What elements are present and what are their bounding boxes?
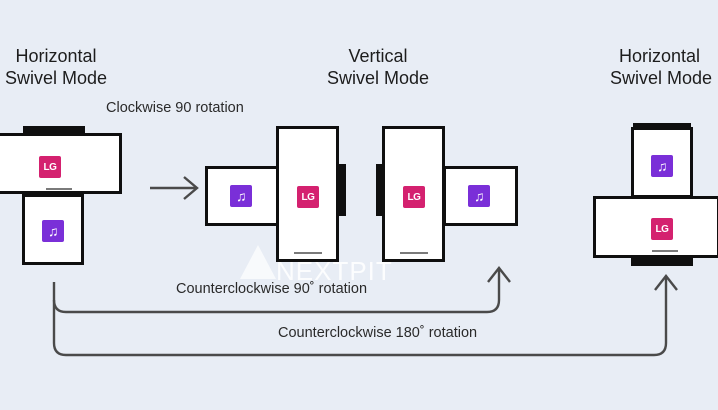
heading-middle-line2: Swivel Mode [326, 68, 430, 88]
heading-right: Horizontal Swivel Mode [606, 45, 718, 89]
caption-ccw-180: Counterclockwise 180˚ rotation [278, 325, 478, 341]
music-note-icon: ♫ [230, 185, 252, 207]
ccw180-arrow-path [52, 278, 668, 357]
home-indicator [294, 252, 322, 254]
middle-a-stand [338, 164, 346, 216]
home-indicator [400, 252, 428, 254]
music-note-icon: ♫ [42, 220, 64, 242]
caption-clockwise: Clockwise 90 rotation [106, 100, 244, 116]
watermark-triangle-logo [240, 245, 276, 279]
heading-middle-line1: Vertical [348, 46, 408, 66]
left-horizontal-screen: LG [0, 133, 122, 194]
right-stand-bottom [631, 256, 693, 266]
heading-left: Horizontal Swivel Mode [0, 45, 112, 89]
ccw180-arrow-head [654, 274, 678, 291]
music-note-icon: ♫ [468, 185, 490, 207]
ccw90-arrow-head [487, 266, 511, 283]
middle-b-stand [376, 164, 384, 216]
middle-a-landscape-screen: ♫ [205, 166, 280, 226]
home-indicator [46, 188, 72, 190]
clockwise-arrow-head [183, 176, 199, 200]
heading-middle: Vertical Swivel Mode [318, 45, 438, 89]
lg-logo-icon: LG [297, 186, 319, 208]
watermark-text: NEXTPIT [276, 256, 393, 286]
lg-logo-icon: LG [403, 186, 425, 208]
middle-b-landscape-screen: ♫ [443, 166, 518, 226]
left-portrait-screen: ♫ [22, 194, 84, 265]
middle-b-portrait-screen: LG [382, 126, 445, 262]
heading-right-line1: Horizontal [619, 46, 701, 66]
lg-logo-icon: LG [39, 156, 61, 178]
music-note-icon: ♫ [651, 155, 673, 177]
middle-a-portrait-screen: LG [276, 126, 339, 262]
heading-right-line2: Swivel Mode [610, 68, 713, 88]
heading-left-line2: Swivel Mode [4, 68, 108, 88]
left-stand-top [23, 126, 85, 135]
lg-logo-icon: LG [651, 218, 673, 240]
right-horizontal-screen: LG [593, 196, 718, 258]
right-stand-top [633, 123, 691, 129]
home-indicator [652, 250, 678, 252]
caption-ccw-90: Counterclockwise 90˚ rotation [176, 281, 368, 297]
right-portrait-screen: ♫ [631, 127, 693, 198]
heading-left-line1: Horizontal [15, 46, 97, 66]
